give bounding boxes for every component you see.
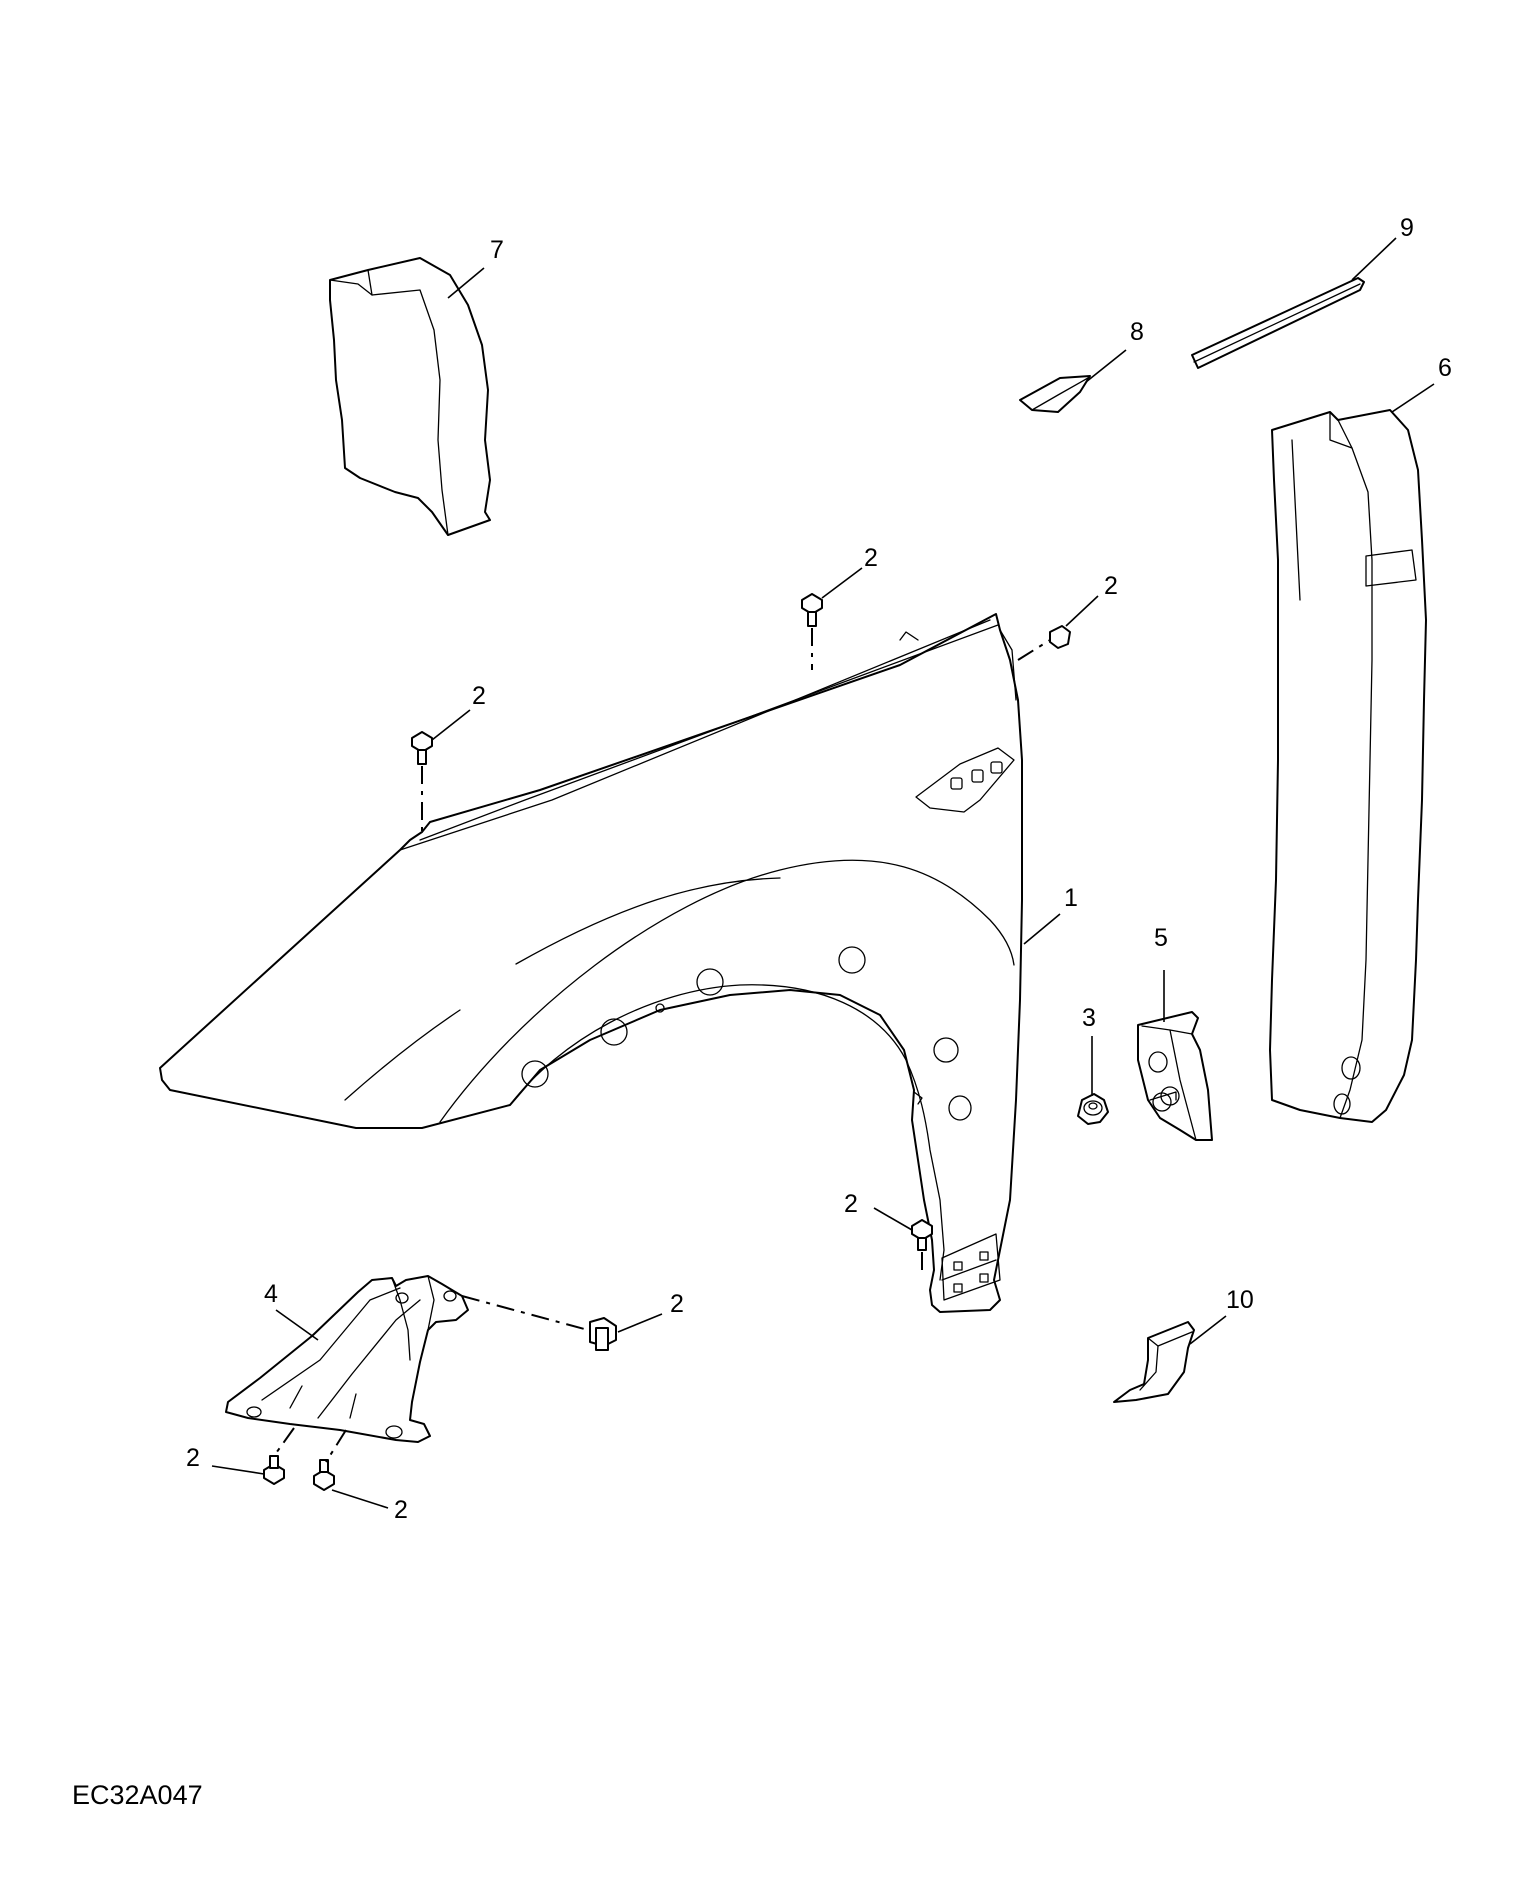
leader-lines (211, 237, 1435, 1509)
seal-strip-part-9 (1191, 277, 1365, 369)
bolt-top-center (801, 593, 823, 627)
callout-2-bracket-right: 2 (670, 1290, 684, 1318)
callout-labels: 7 8 9 6 2 2 2 1 3 5 10 4 2 2 2 2 (186, 214, 1452, 1524)
lower-bracket-part-4 (225, 1275, 469, 1443)
reference-code: EC32A047 (72, 1780, 203, 1810)
callout-4: 4 (264, 1280, 278, 1308)
callout-8: 8 (1130, 318, 1144, 346)
bolt-bracket-left (263, 1455, 285, 1485)
bolt-bracket-right (589, 1317, 617, 1351)
bolt-top-right (1049, 625, 1071, 649)
callout-2-top-center: 2 (864, 544, 878, 572)
fender-part-1 (159, 613, 1023, 1313)
callout-6: 6 (1438, 354, 1452, 382)
clip-bracket-part-5 (1137, 1011, 1213, 1141)
assembly-lines (273, 628, 1051, 1463)
callout-7: 7 (490, 236, 504, 264)
nut-part-3 (1077, 1093, 1109, 1125)
insulator-part-7 (329, 257, 491, 536)
callout-2-top-right: 2 (1104, 572, 1118, 600)
bolt-bracket-center (313, 1459, 335, 1491)
callout-3: 3 (1082, 1004, 1096, 1032)
bolt-lower-fender (911, 1219, 933, 1251)
callout-2-bracket-left: 2 (186, 1444, 200, 1472)
callout-9: 9 (1400, 214, 1414, 242)
callout-2-lower-fender: 2 (844, 1190, 858, 1218)
bolt-top-left (411, 731, 433, 765)
callout-1: 1 (1064, 884, 1078, 912)
callout-2-top-left: 2 (472, 682, 486, 710)
lower-clip-part-10 (1113, 1321, 1195, 1403)
callout-10: 10 (1226, 1286, 1254, 1314)
inner-panel-part-6 (1269, 409, 1427, 1123)
callout-5: 5 (1154, 924, 1168, 952)
upper-seal-part-8 (1019, 375, 1091, 413)
callout-2-bracket-center: 2 (394, 1496, 408, 1524)
